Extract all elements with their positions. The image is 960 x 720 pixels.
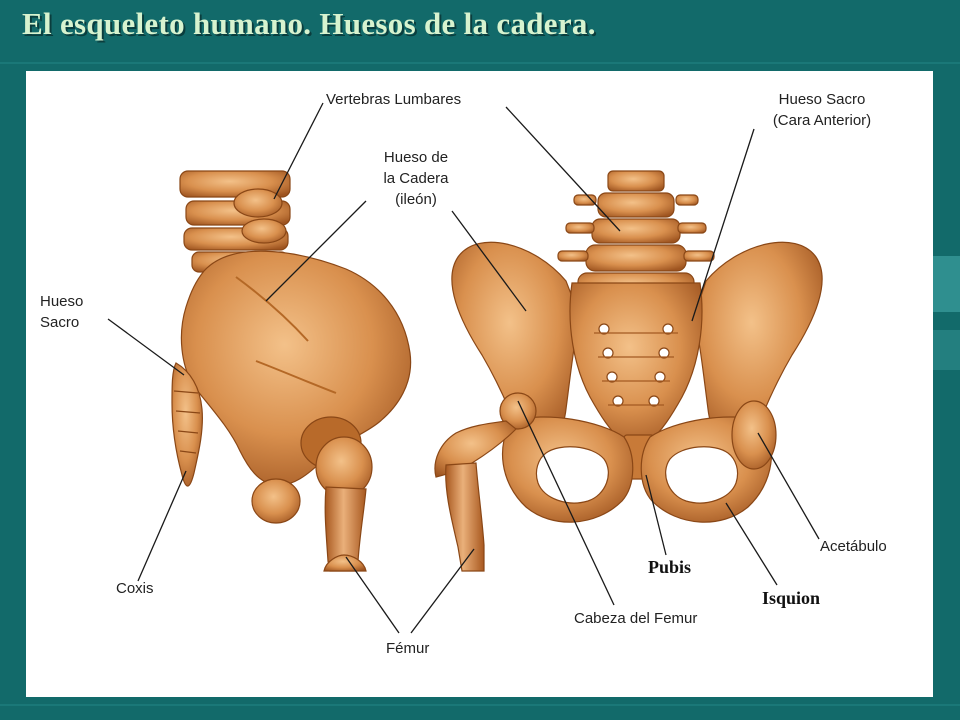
label-coxis: Coxis [116,580,154,597]
label-cabeza-del-femur: Cabeza del Femur [574,610,698,627]
label-hueso-cadera-line3: (ileón) [395,191,437,208]
lateral-view-bones [171,170,412,572]
label-leader-lines [107,102,820,634]
label-isquion: Isquion [762,588,821,608]
label-hueso-sacro-anterior-line2: (Cara Anterior) [772,112,872,129]
anterior-lumbar-vertebrae [557,170,715,300]
label-femur: Fémur [386,640,430,657]
label-hueso-cadera-line2: la Cadera [383,170,449,187]
background-tab [932,330,960,370]
lateral-sacrum-coccyx [171,362,203,487]
label-vertebras-lumbares: Vertebras Lumbares [326,91,462,108]
anterior-left-obturator-ring [501,416,634,523]
background-tab [932,256,960,312]
hip-bones-illustration [107,102,823,634]
anterior-femur [445,462,485,572]
label-hueso-sacro-line2: Sacro [40,314,80,331]
anatomy-diagram-panel: Vertebras Lumbares Hueso Sacro (Cara Ant… [26,71,933,697]
label-hueso-sacro-anterior-line1: Hueso Sacro [778,91,866,108]
label-pubis: Pubis [648,557,692,577]
label-hueso-cadera-line1: Hueso de [383,149,449,166]
slide-title: El esqueleto humano. Huesos de la cadera… [22,6,596,41]
label-hueso-sacro: Hueso Sacro [40,291,83,333]
label-hueso-sacro-line1: Hueso [40,293,84,310]
lateral-ilium [180,250,412,486]
anterior-view-bones [434,170,823,572]
label-hueso-sacro-anterior: Hueso Sacro (Cara Anterior) [757,89,887,131]
anterior-sacrum [569,282,703,444]
label-hueso-de-la-cadera: Hueso de la Cadera (ileón) [364,147,468,210]
background-stripe [0,62,960,64]
label-acetabulo: Acetábulo [820,538,887,555]
background-stripe [0,704,960,706]
